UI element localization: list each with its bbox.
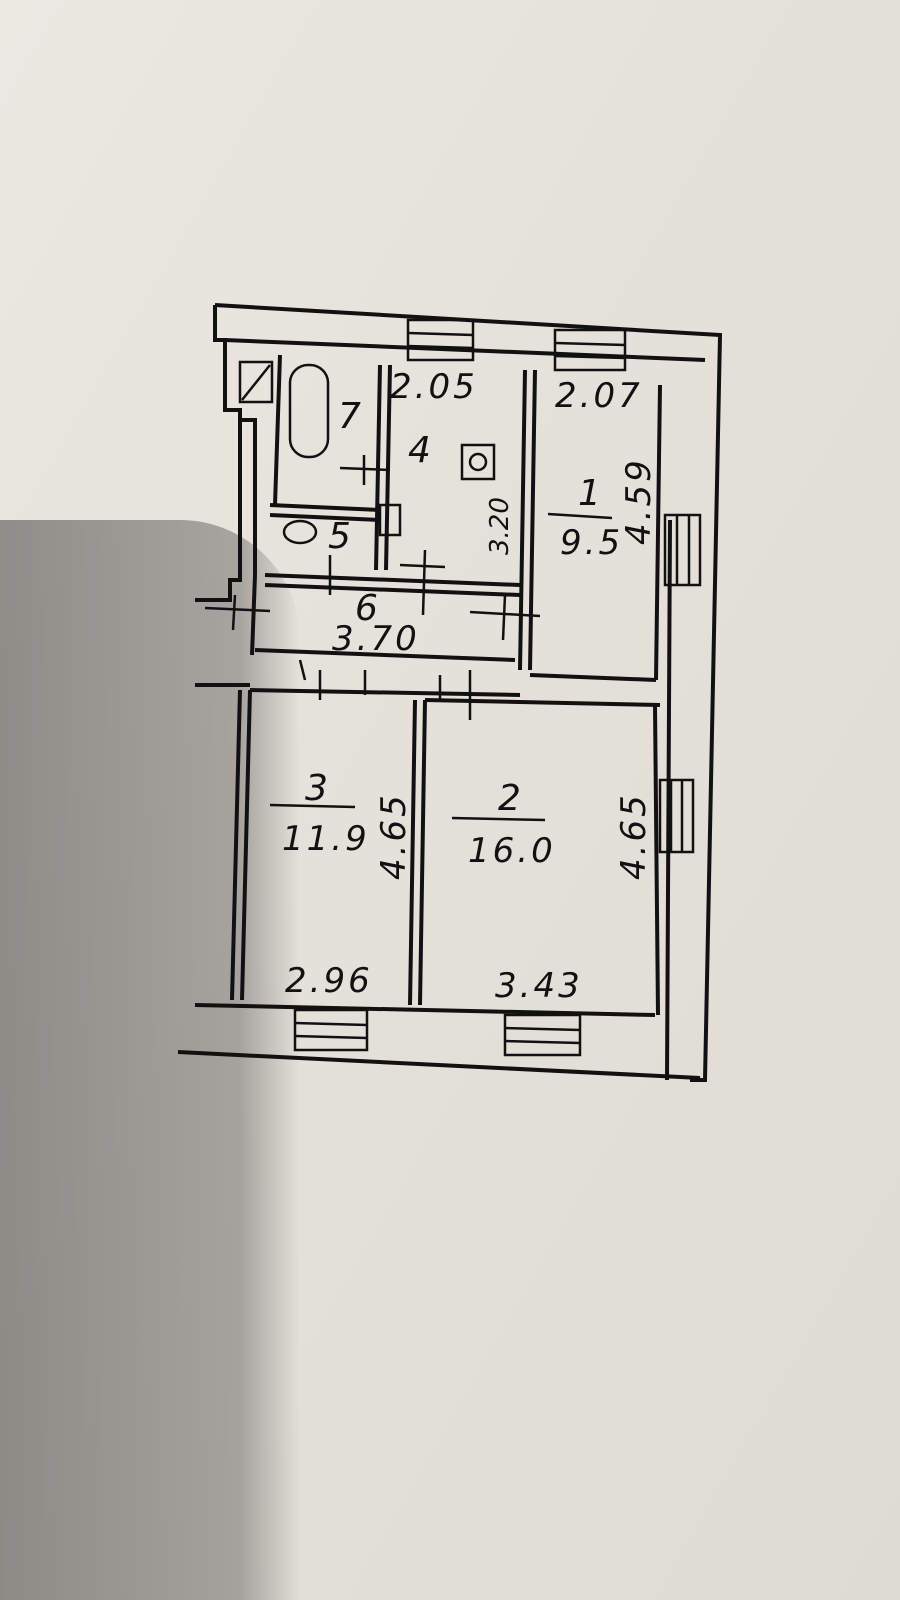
vent-shaft-icon xyxy=(238,360,274,404)
room-3-area: 11.9 xyxy=(282,819,370,859)
toilet-icon xyxy=(282,519,318,545)
room-2-fraction-bar xyxy=(451,816,546,822)
room-1-length-label: 4.59 xyxy=(619,457,659,545)
room-2-number: 2 xyxy=(498,778,521,819)
room-3-number: 3 xyxy=(305,768,328,809)
room-1-fraction-bar xyxy=(547,512,613,520)
room-3-fraction-bar xyxy=(269,803,356,809)
room-6-number: 6 xyxy=(355,588,378,629)
room-1-number: 1 xyxy=(578,473,601,514)
stove-icon xyxy=(460,443,496,481)
room-4-width-label: 2.05 xyxy=(390,367,478,407)
room-2-length-label: 4.65 xyxy=(614,792,654,880)
room-7-number: 7 xyxy=(338,396,361,437)
room-3-length-label: 4.65 xyxy=(374,792,414,880)
inner-walls xyxy=(249,354,662,1006)
fixtures xyxy=(238,360,496,545)
sink-icon xyxy=(378,503,402,537)
room-1-area: 9.5 xyxy=(560,523,623,563)
room-2-width-label: 3.43 xyxy=(495,966,583,1006)
outer-walls xyxy=(177,303,723,1082)
room-4-length-label: 3.20 xyxy=(485,497,515,555)
room-5-number: 5 xyxy=(328,516,351,557)
room-1-width-label: 2.07 xyxy=(555,376,643,416)
room-2-area: 16.0 xyxy=(468,831,556,871)
room-4-number: 4 xyxy=(408,430,431,471)
windows xyxy=(293,318,702,1057)
bathtub-icon xyxy=(288,363,330,459)
room-6-length-label: 3.70 xyxy=(332,619,420,659)
doors xyxy=(204,455,541,720)
room-3-width-label: 2.96 xyxy=(285,961,373,1001)
